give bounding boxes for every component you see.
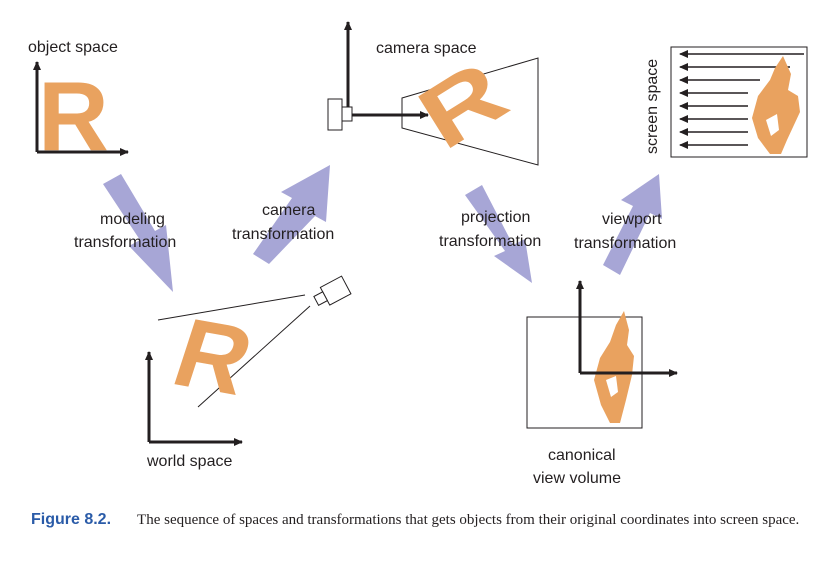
camera-label-line2: transformation xyxy=(232,226,334,243)
viewport-label-line1: viewport xyxy=(602,211,662,228)
projection-label-line2: transformation xyxy=(439,233,541,250)
world-space-panel: R world space xyxy=(145,275,352,470)
canonical-label-line1: canonical xyxy=(548,447,616,464)
projection-transformation-arrow xyxy=(465,185,532,283)
viewport-label-line2: transformation xyxy=(574,235,676,252)
modeling-transformation-arrow xyxy=(103,174,173,292)
camera-space-panel: R camera space xyxy=(327,21,539,169)
canonical-label-line2: view volume xyxy=(533,470,621,487)
modeling-label-line2: transformation xyxy=(74,234,176,251)
world-space-label: world space xyxy=(146,453,232,470)
figure-number: Figure 8.2. xyxy=(31,511,112,528)
object-space-panel: R object space xyxy=(28,39,129,171)
camera-space-label: camera space xyxy=(376,40,477,57)
object-r-glyph: R xyxy=(38,61,109,171)
view-frustum xyxy=(401,57,539,166)
world-space-sight-line-upper xyxy=(157,294,306,321)
caption-text: The sequence of spaces and transformatio… xyxy=(137,512,800,528)
projection-label-line1: projection xyxy=(461,209,530,226)
screen-rect xyxy=(670,46,808,158)
world-space-r-glyph: R xyxy=(161,298,265,415)
camera-transformation-arrow xyxy=(253,165,330,264)
viewport-transformation-arrow xyxy=(603,174,662,275)
screen-space-projected-r xyxy=(752,56,800,154)
figure-caption: Figure 8.2. The sequence of spaces and tr… xyxy=(31,510,811,530)
modeling-label-line1: modeling xyxy=(100,211,165,228)
scanline-arrows xyxy=(679,50,804,149)
camera-label-line1: camera xyxy=(262,202,315,219)
canonical-view-volume-panel: canonical view volume xyxy=(526,280,678,487)
screen-space-panel: screen space xyxy=(644,46,808,158)
world-space-camera-icon xyxy=(313,275,352,307)
camera-space-camera-icon xyxy=(327,98,353,131)
canonical-projected-r xyxy=(594,311,634,423)
screen-space-label: screen space xyxy=(644,59,661,154)
camera-space-r-glyph: R xyxy=(402,42,523,169)
world-space-sight-line-lower xyxy=(197,305,311,408)
transformation-pipeline-diagram: R object space R camera space screen sp xyxy=(28,21,808,487)
object-space-label: object space xyxy=(28,39,118,56)
